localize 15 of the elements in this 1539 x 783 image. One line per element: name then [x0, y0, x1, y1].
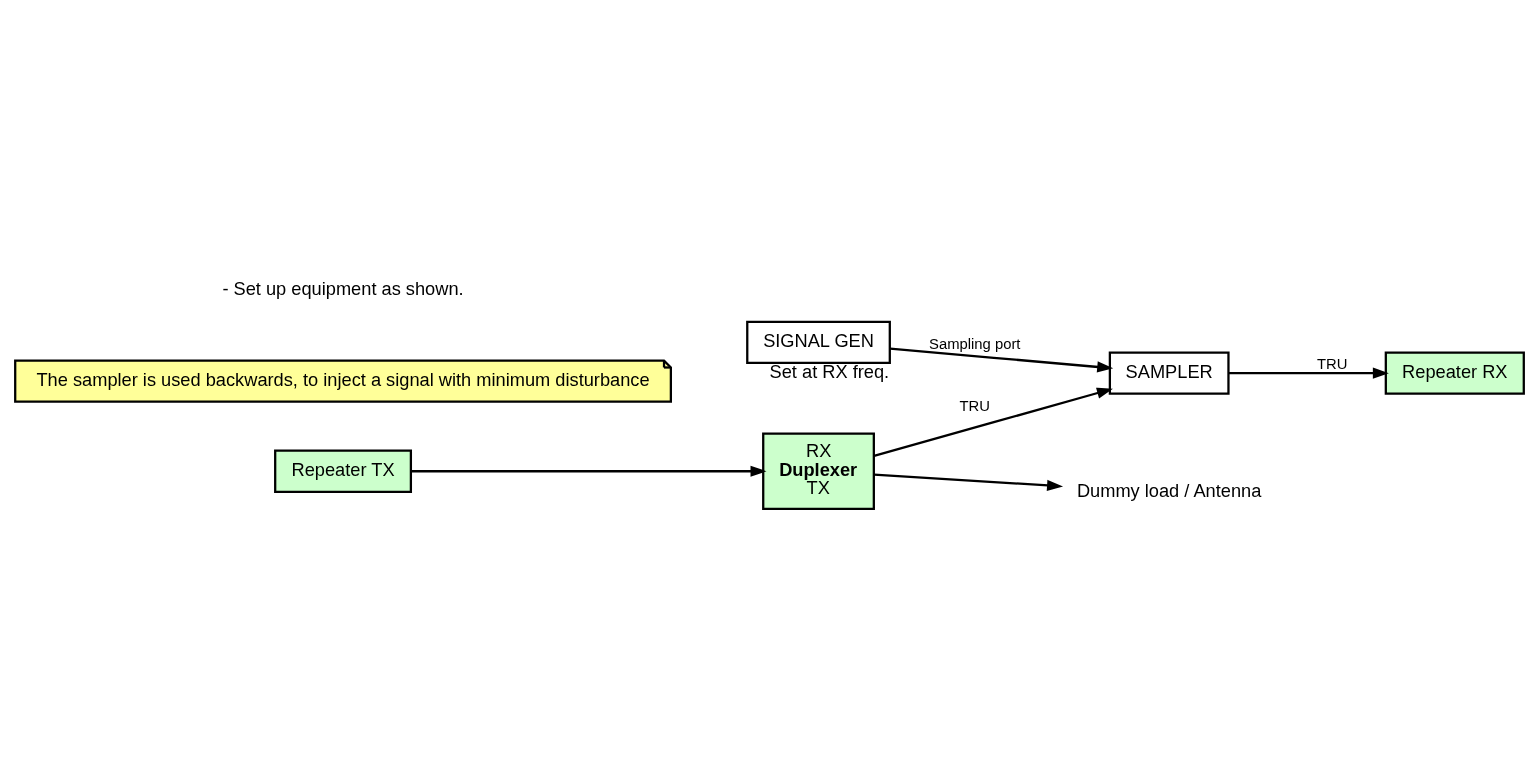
node-box: SAMPLER: [1108, 351, 1230, 395]
label: - Set up equipment as shown.: [222, 277, 464, 299]
node-box: SIGNAL GEN: [746, 320, 891, 364]
node-box: Repeater TX: [274, 449, 412, 493]
arrow: [411, 465, 767, 477]
node-box: RX Duplexer TX: [762, 432, 875, 510]
arrow: [874, 473, 1064, 491]
edge-label: TRU: [1317, 355, 1348, 372]
node-box: Repeater RX: [1384, 351, 1525, 395]
edge-label: Sampling port: [929, 335, 1021, 352]
arrow: [1228, 367, 1389, 379]
node-text: Dummy load / Antenna: [1076, 479, 1262, 501]
arrow: [890, 347, 1114, 372]
arrow: [873, 387, 1113, 457]
edge-label: TRU: [959, 397, 990, 414]
